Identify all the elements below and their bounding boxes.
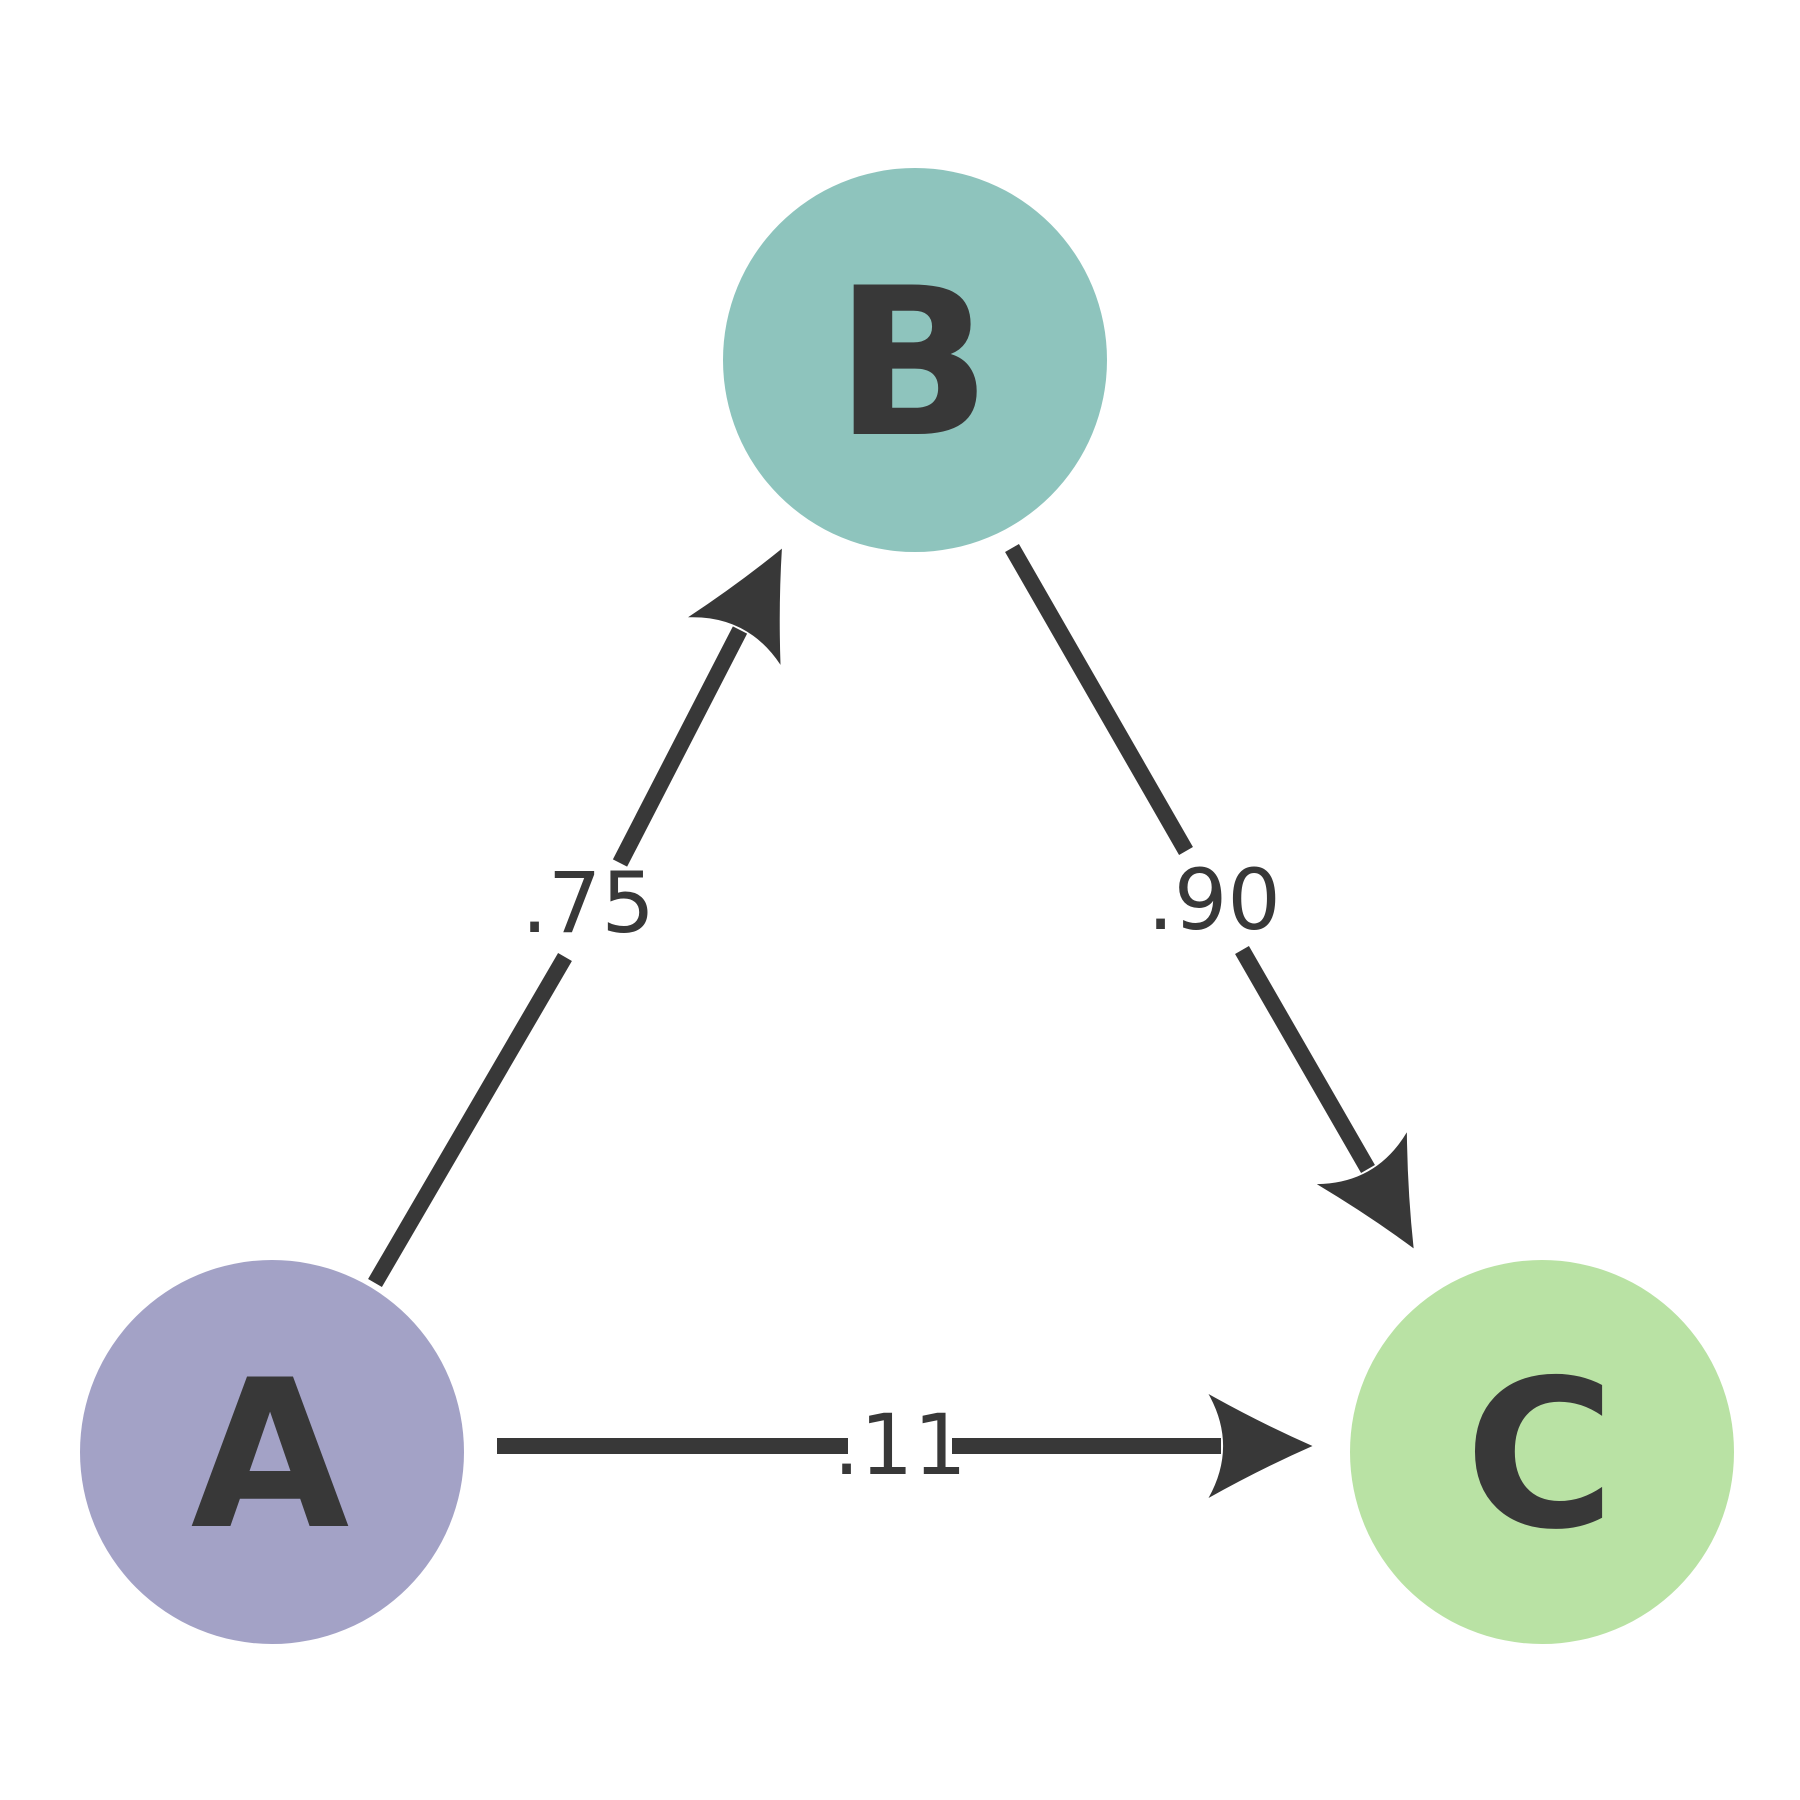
- edge-b-c: .90: [1005, 544, 1414, 1249]
- node-c-circle: [1350, 1260, 1734, 1644]
- edge-b-c-weight-label: .90: [1147, 851, 1281, 949]
- edge-b-c-segment-lower: [1235, 946, 1414, 1249]
- node-c: C: [1350, 1260, 1734, 1644]
- node-b: B: [723, 168, 1107, 552]
- edge-a-b-weight-label: .75: [521, 854, 655, 952]
- edge-a-c-weight-label: .11: [833, 1396, 967, 1494]
- edge-a-b-segment-upper: [612, 548, 782, 867]
- node-a-circle: [80, 1260, 464, 1644]
- node-a: A: [80, 1260, 464, 1644]
- edge-a-b-segment-lower: [368, 952, 572, 1288]
- edge-a-c: .11: [497, 1394, 1313, 1498]
- edge-a-b: .75: [368, 548, 782, 1288]
- node-a-label: A: [191, 1337, 349, 1575]
- node-c-label: C: [1465, 1337, 1611, 1575]
- node-b-label: B: [835, 245, 987, 483]
- node-b-circle: [723, 168, 1107, 552]
- edge-b-c-segment-upper: [1005, 544, 1193, 855]
